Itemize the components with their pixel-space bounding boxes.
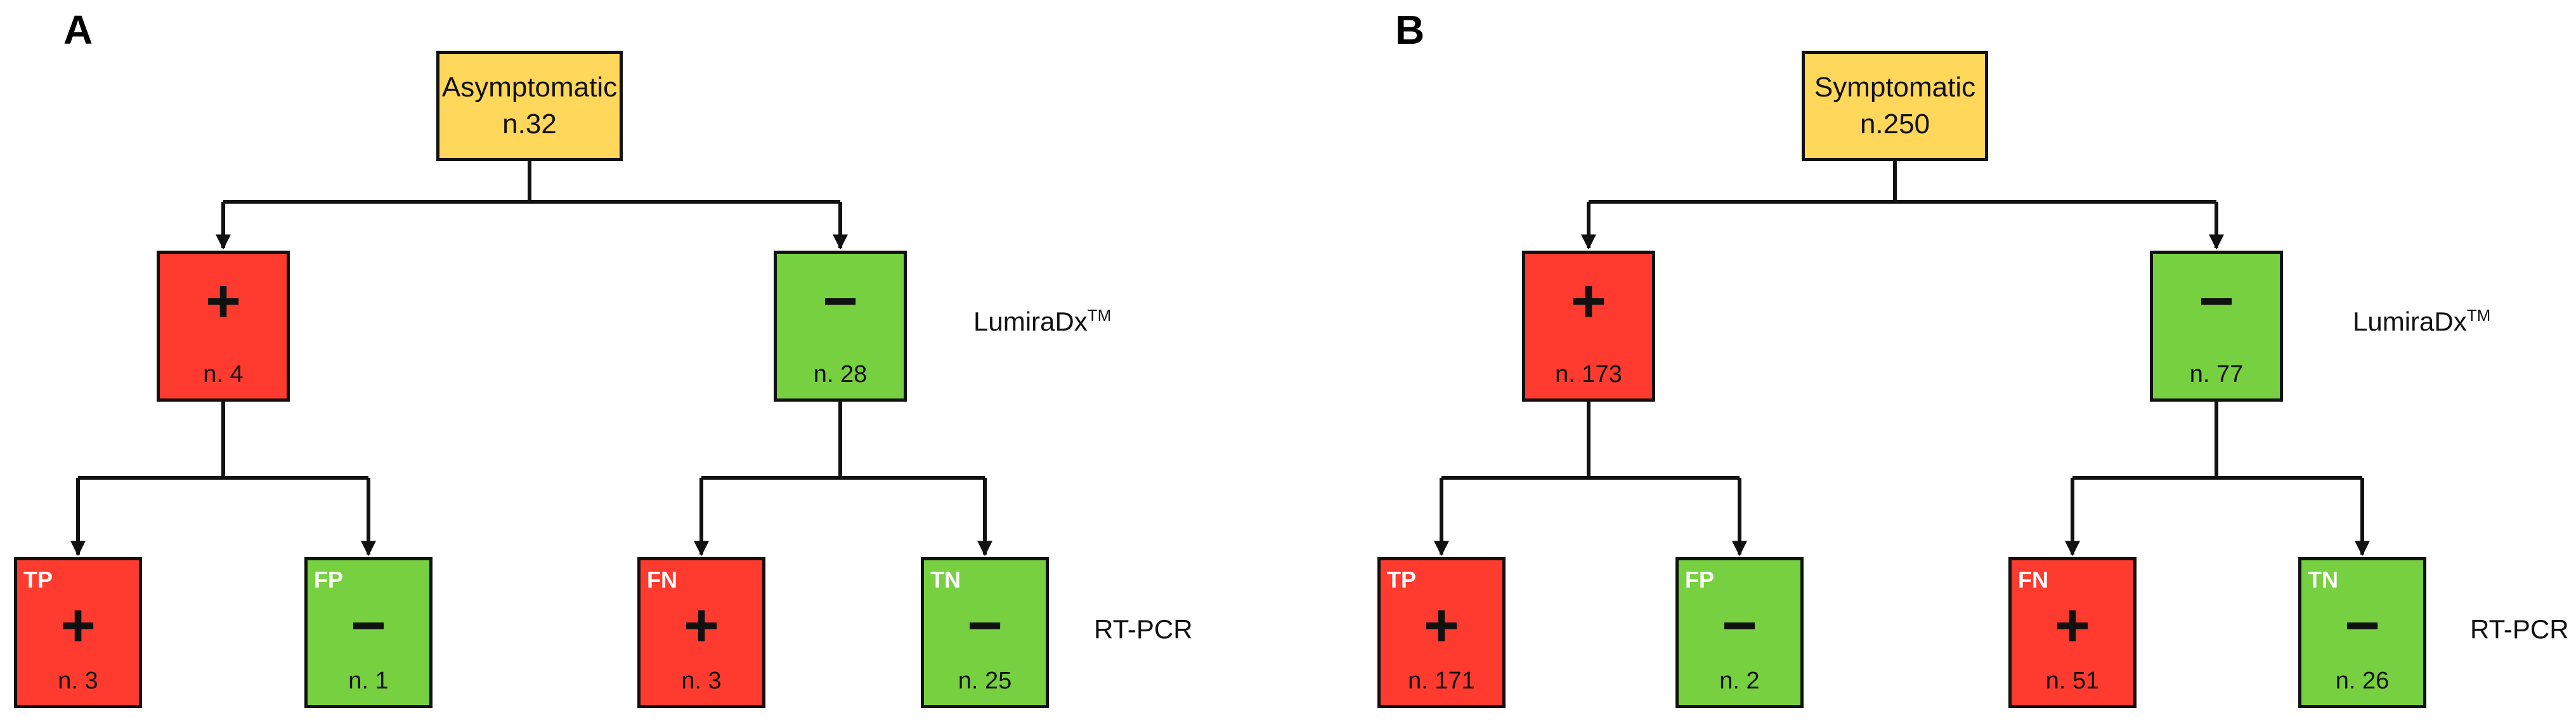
root-count: n.250 xyxy=(1859,109,1930,140)
test-name: LumiraDx xyxy=(973,306,1088,336)
result-sign: − xyxy=(2344,591,2381,659)
result-sign: + xyxy=(2054,591,2091,659)
result-sign: + xyxy=(683,591,720,659)
outcome-tag: FN xyxy=(2018,567,2048,593)
outcome-tag: TN xyxy=(930,567,961,593)
node-count: n. 51 xyxy=(2045,668,2100,694)
node-count: n. 1 xyxy=(348,668,389,694)
result-sign: + xyxy=(1423,591,1460,659)
antigen-positive-node: + n. 4 xyxy=(157,251,290,402)
result-sign: − xyxy=(2198,267,2235,335)
outcome-tag: TP xyxy=(1387,567,1417,593)
trademark-mark: TM xyxy=(2466,306,2491,325)
node-count: n. 3 xyxy=(681,668,722,694)
node-count: n. 3 xyxy=(58,668,98,694)
outcome-node-tp: TP + n. 3 xyxy=(14,557,142,708)
result-sign: − xyxy=(350,591,387,659)
outcome-node-fn: FN+ n. 51 xyxy=(2008,557,2137,708)
trademark-mark: TM xyxy=(1087,306,1112,325)
outcome-node-fp: FP− n. 2 xyxy=(1675,557,1804,708)
node-count: n. 173 xyxy=(1555,361,1622,388)
node-count: n. 77 xyxy=(2189,361,2244,388)
node-count: n. 2 xyxy=(1719,668,1760,694)
outcome-node-fn: FN+ n. 3 xyxy=(637,557,765,708)
test-name: LumiraDx xyxy=(2353,306,2467,336)
node-count: n. 26 xyxy=(2335,668,2390,694)
outcome-tag: TP xyxy=(23,567,53,593)
outcome-node-tp: TP+ n. 171 xyxy=(1377,557,1506,708)
outcome-node-fp: FP− n. 1 xyxy=(304,557,433,708)
outcome-tag: FP xyxy=(314,567,344,593)
test-label: LumiraDxTM xyxy=(973,306,1111,337)
test-label: LumiraDxTM xyxy=(2353,306,2490,337)
root-title: Symptomatic xyxy=(1814,72,1976,103)
result-sign: + xyxy=(1570,267,1607,335)
result-sign: − xyxy=(966,591,1003,659)
outcome-node-tn: TN− n. 26 xyxy=(2298,557,2426,708)
result-sign: − xyxy=(1721,591,1758,659)
outcome-tag: FP xyxy=(1685,567,1715,593)
antigen-negative-node: − n. 77 xyxy=(2150,251,2283,402)
panel-label: B xyxy=(1395,7,1425,53)
result-sign: − xyxy=(822,267,859,335)
node-count: n. 4 xyxy=(203,361,244,388)
root-node: Asymptomatic n.32 xyxy=(436,51,623,161)
result-sign: + xyxy=(60,591,96,659)
node-count: n. 25 xyxy=(958,668,1012,694)
reference-label: RT-PCR xyxy=(1094,614,1193,644)
antigen-positive-node: + n. 173 xyxy=(1522,251,1655,402)
root-node: Symptomatic n.250 xyxy=(1802,51,1988,161)
node-count: n. 28 xyxy=(813,361,868,388)
result-sign: + xyxy=(205,267,242,335)
outcome-node-tn: TN− n. 25 xyxy=(921,557,1049,708)
outcome-tag: FN xyxy=(647,567,677,593)
root-count: n.32 xyxy=(502,109,557,140)
panel-label: A xyxy=(63,7,93,53)
node-count: n. 171 xyxy=(1408,668,1475,694)
root-title: Asymptomatic xyxy=(441,72,618,103)
reference-label: RT-PCR xyxy=(2470,614,2569,644)
antigen-negative-node: − n. 28 xyxy=(774,251,907,402)
outcome-tag: TN xyxy=(2308,567,2338,593)
